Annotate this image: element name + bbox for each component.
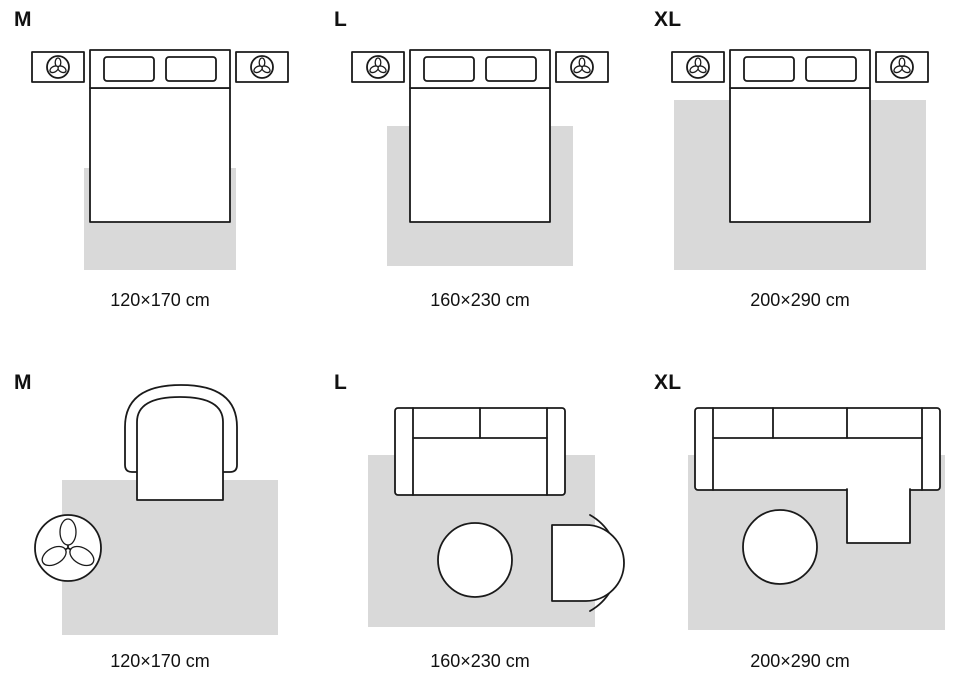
- bed-icon: [729, 49, 871, 223]
- nightstand-icon: [351, 51, 405, 83]
- size-label: XL: [654, 8, 682, 31]
- size-caption: 200×290 cm: [750, 290, 850, 310]
- bed-icon: [409, 49, 551, 223]
- size-caption: 200×290 cm: [750, 651, 850, 671]
- nightstand-icon: [875, 51, 929, 83]
- panel-bedroom-m: M: [0, 0, 320, 345]
- plant-icon: [49, 57, 67, 74]
- sofa-icon: [394, 407, 566, 496]
- size-label: M: [14, 8, 32, 31]
- nightstand-icon: [555, 51, 609, 83]
- bed-body: [729, 87, 871, 223]
- plant-icon: [573, 57, 591, 74]
- panel-living-xl: XL 200×290 cm: [640, 345, 960, 690]
- bedroom-scene-l: [351, 49, 609, 266]
- plant-icon: [369, 57, 387, 74]
- bed-icon: [89, 49, 231, 223]
- bed-body: [409, 87, 551, 223]
- panel-bedroom-l: L: [320, 0, 640, 345]
- size-caption: 160×230 cm: [430, 651, 530, 671]
- sofa-chaise: [846, 488, 911, 544]
- plant-icon: [689, 57, 707, 74]
- sectional-sofa-icon: [694, 407, 941, 544]
- size-caption: 120×170 cm: [110, 290, 210, 310]
- armchair-icon: [124, 384, 238, 501]
- panel-living-l: L 160×230 cm: [320, 345, 640, 690]
- armchair-seat: [551, 524, 625, 602]
- sofa-body: [694, 407, 941, 491]
- size-label: L: [334, 371, 348, 394]
- size-label: M: [14, 371, 32, 394]
- panel-living-m: M 120×170 cm: [0, 345, 320, 690]
- living-scene-xl: [688, 407, 945, 630]
- living-scene-m: [34, 384, 278, 635]
- pillow-icon: [805, 56, 857, 82]
- pillow-icon: [485, 56, 537, 82]
- pillow-icon: [103, 56, 155, 82]
- armchair-icon: [551, 514, 625, 612]
- pillow-icon: [743, 56, 795, 82]
- living-scene-l: [368, 407, 625, 627]
- pouf-icon: [437, 522, 513, 598]
- armchair-seat: [136, 396, 224, 501]
- plant-icon: [253, 57, 271, 74]
- size-caption: 120×170 cm: [110, 651, 210, 671]
- pillow-icon: [165, 56, 217, 82]
- bedroom-scene-xl: [671, 49, 929, 270]
- plant-icon: [34, 514, 102, 582]
- nightstand-icon: [671, 51, 725, 83]
- bed-body: [89, 87, 231, 223]
- nightstand-icon: [235, 51, 289, 83]
- bedroom-scene-m: [31, 49, 289, 270]
- size-caption: 160×230 cm: [430, 290, 530, 310]
- size-label: L: [334, 8, 348, 31]
- pillow-icon: [423, 56, 475, 82]
- plant-icon: [893, 57, 911, 74]
- nightstand-icon: [31, 51, 85, 83]
- panel-bedroom-xl: XL: [640, 0, 960, 345]
- size-label: XL: [654, 371, 682, 394]
- pouf-icon: [742, 509, 818, 585]
